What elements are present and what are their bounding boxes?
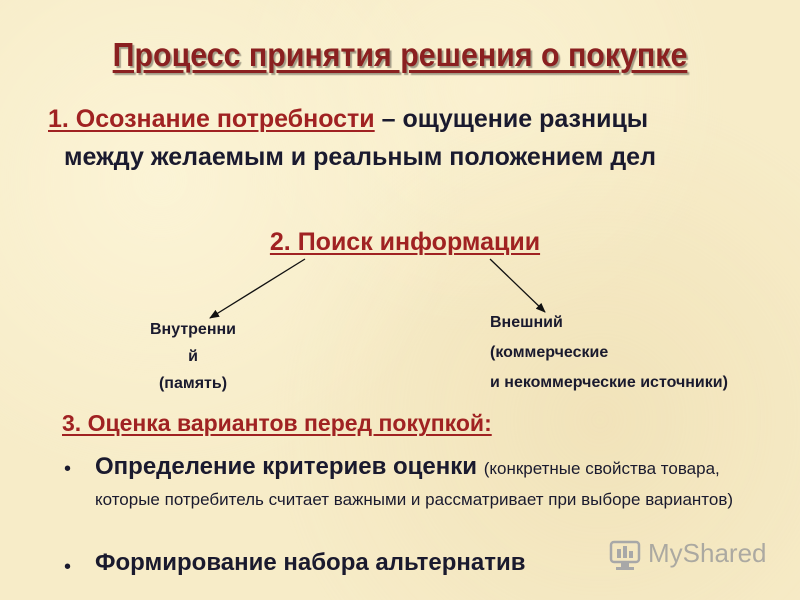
internal-line1: Внутренни <box>150 321 236 338</box>
external-line1: Внешний <box>490 314 563 331</box>
step3-title: 3. Оценка вариантов перед покупкой: <box>62 410 492 436</box>
internal-source: Внутренни й (память) <box>130 316 256 397</box>
arrow-to-external <box>489 258 546 313</box>
bullet-icon: • <box>64 556 72 578</box>
bullet-criteria-main: Определение критериев оценки <box>95 453 484 480</box>
bullet-criteria-detail: (конкретные свойства товара, которые пот… <box>95 459 734 509</box>
step1-term: 1. Осознание потребности <box>48 105 375 133</box>
step2-title-wrap: 2. Поиск информации <box>0 228 800 257</box>
step1-block: 1. Осознание потребности – ощущение разн… <box>48 100 768 176</box>
step1-definition-line1: – ощущение разницы <box>374 105 649 133</box>
myshared-logo-icon <box>609 540 641 570</box>
bullet-criteria: Определение критериев оценки (конкретные… <box>95 452 735 516</box>
bullet-icon: • <box>64 458 72 480</box>
external-line2: (коммерческие <box>490 344 609 361</box>
watermark-text: MyShared <box>648 538 767 568</box>
internal-line3: (память) <box>158 375 228 392</box>
arrow-to-internal <box>209 258 306 319</box>
external-source: Внешний (коммерческие и некоммерческие и… <box>490 308 800 398</box>
slide-title: Процесс принятия решения о покупке <box>112 36 688 73</box>
internal-line2: й <box>188 348 198 365</box>
step2-title: 2. Поиск информации <box>269 228 541 256</box>
step1-definition-line2: между желаемым и реальным положением дел <box>64 143 656 171</box>
bullet-alternatives: Формирование набора альтернатив <box>95 549 526 576</box>
external-line3: и некоммерческие источники) <box>490 374 728 391</box>
